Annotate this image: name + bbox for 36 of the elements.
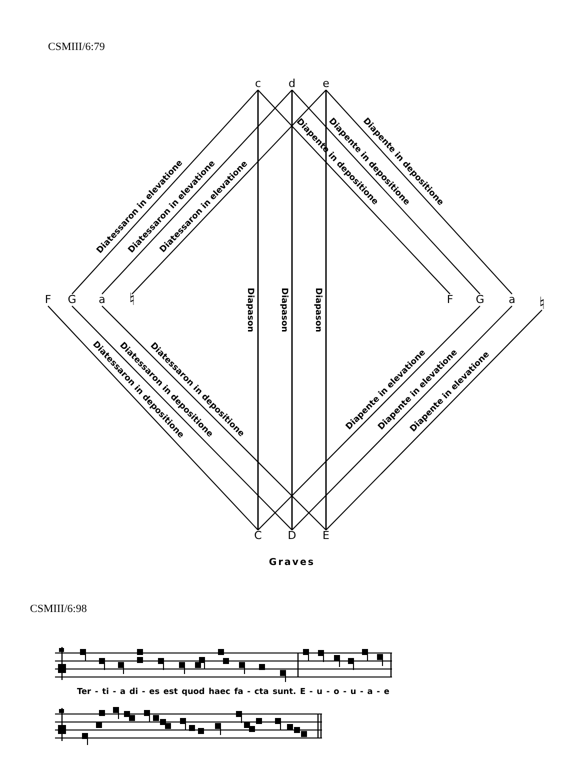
note-letter: a: [95, 294, 109, 306]
interval-line: [132, 90, 326, 294]
note-letter: G: [473, 294, 487, 306]
interval-line: [102, 306, 326, 530]
note-letter: F: [41, 294, 55, 306]
interval-line: [257, 90, 259, 530]
note-letter: e: [319, 78, 333, 90]
interval-line: [258, 90, 450, 294]
note-letter: F: [443, 294, 457, 306]
interval-line: [292, 306, 512, 530]
note-letter: ♮: [535, 298, 549, 310]
interval-line: [258, 306, 480, 530]
note-letter: D: [285, 530, 299, 542]
interval-line: [326, 310, 542, 530]
edge-label: Diapason: [313, 288, 323, 332]
interval-line: [292, 90, 480, 294]
interval-line: [72, 306, 292, 530]
note-letter: a: [505, 294, 519, 306]
interval-line: [48, 306, 258, 530]
edge-label: Diapason: [279, 288, 289, 332]
figure-reference: CSMIII/6:79: [48, 41, 105, 53]
edge-label: Diapason: [245, 288, 255, 332]
figure-reference: CSMIII/6:98: [30, 603, 87, 615]
interval-line: [291, 90, 293, 530]
register-caption: Graves: [268, 557, 316, 568]
note-letter: d: [285, 78, 299, 90]
interval-line: [325, 90, 327, 530]
interval-line: [72, 90, 258, 294]
note-letter: C: [251, 530, 265, 542]
note-letter: G: [65, 294, 79, 306]
interval-line: [326, 90, 512, 294]
note-letter: c: [251, 78, 265, 90]
interval-line: [102, 90, 292, 294]
note-letter: ♮: [125, 294, 139, 306]
note-letter: E: [319, 530, 333, 542]
lyrics-text: Ter - ti - a di - es est quod haec fa - cta sunt. E - u - o - u - a - e: [77, 686, 390, 696]
